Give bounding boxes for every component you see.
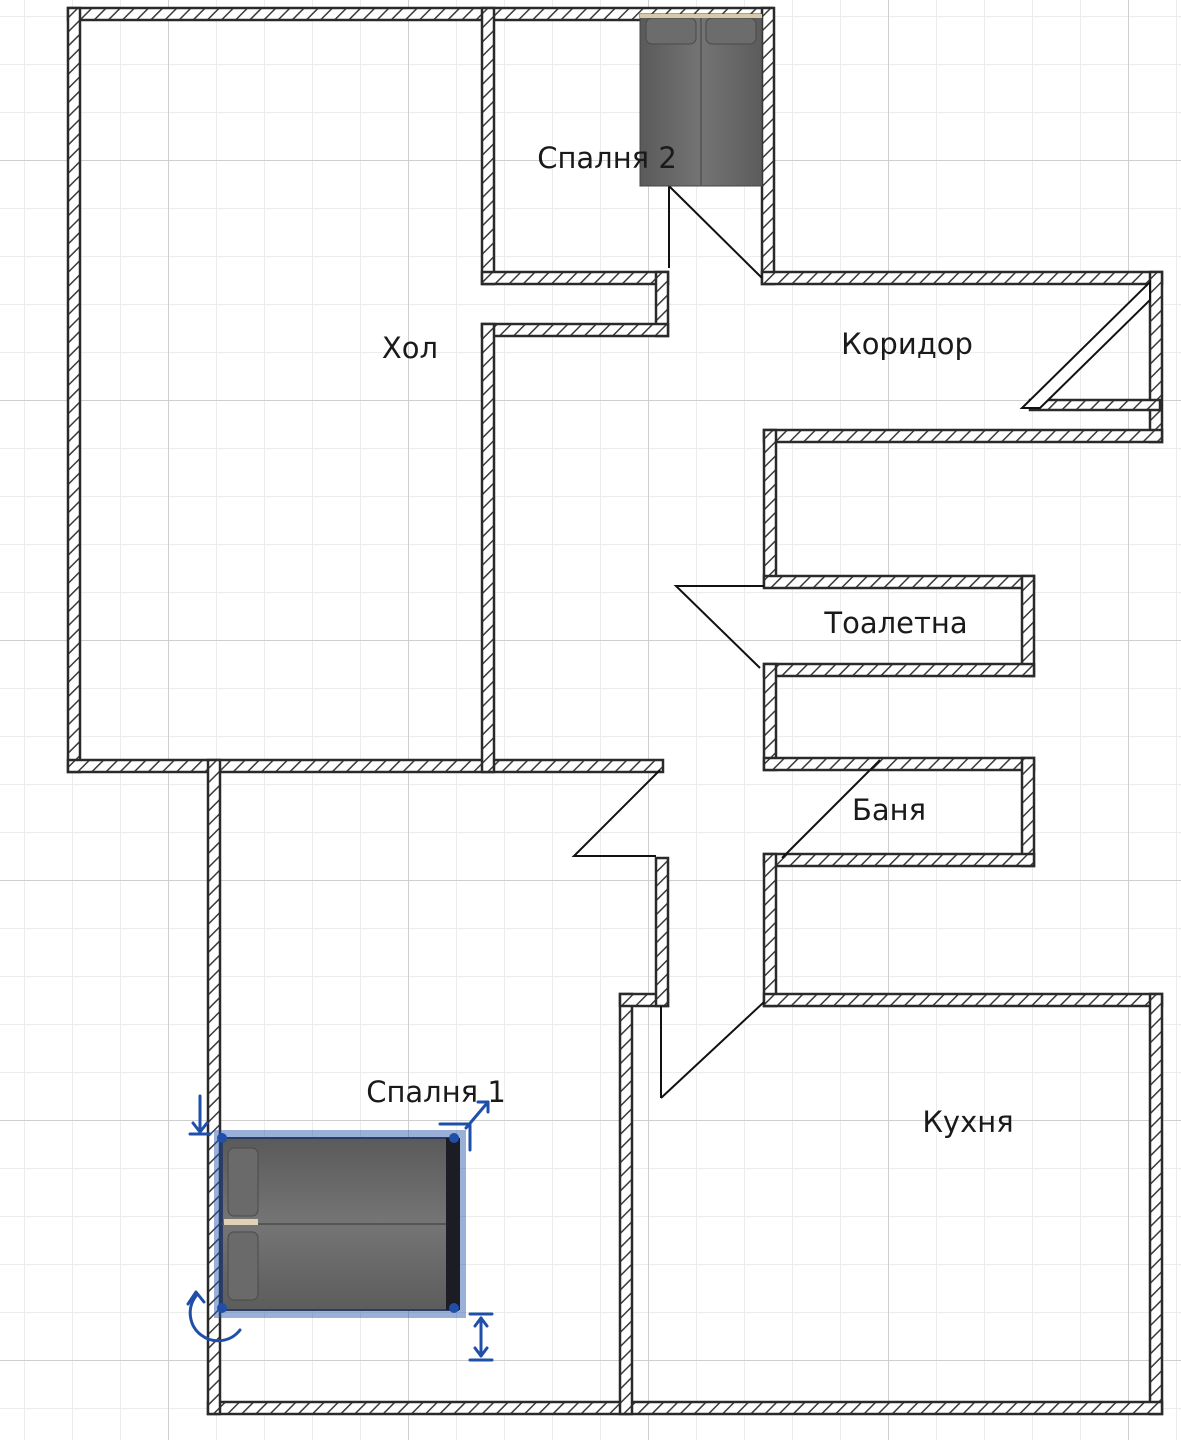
wall[interactable] <box>480 322 496 774</box>
wall[interactable] <box>654 856 670 1008</box>
room-label-corridor[interactable]: Коридор <box>841 327 973 361</box>
rotate-icon[interactable] <box>186 1290 242 1343</box>
wall[interactable] <box>762 662 778 772</box>
wall[interactable] <box>760 6 776 286</box>
pillow-icon <box>227 1147 259 1217</box>
pillow-icon <box>705 17 757 45</box>
wall[interactable] <box>618 992 634 1416</box>
walls <box>66 6 1164 1416</box>
pillow-icon <box>227 1231 259 1301</box>
wall[interactable] <box>480 6 496 286</box>
door[interactable] <box>673 585 764 669</box>
selection-handle[interactable] <box>449 1133 459 1143</box>
door[interactable] <box>668 185 763 279</box>
door[interactable] <box>1019 279 1151 409</box>
pillow-icon <box>645 17 697 45</box>
wall[interactable] <box>206 758 222 1416</box>
room-label-kitchen[interactable]: Кухня <box>922 1105 1014 1139</box>
wall[interactable] <box>760 270 1164 286</box>
bed-bedroom-2[interactable] <box>639 13 763 187</box>
wall[interactable] <box>762 992 1164 1008</box>
height-icon[interactable] <box>468 1312 494 1362</box>
door[interactable] <box>660 1001 765 1099</box>
selection-handle[interactable] <box>217 1133 227 1143</box>
door[interactable] <box>781 759 881 859</box>
wall[interactable] <box>762 756 1036 772</box>
wall[interactable] <box>480 322 670 338</box>
selection-handle[interactable] <box>449 1303 459 1313</box>
room-label-bath[interactable]: Баня <box>851 793 927 827</box>
wall[interactable] <box>480 270 670 286</box>
wall[interactable] <box>66 6 82 774</box>
doors <box>571 185 1151 1099</box>
wall[interactable] <box>206 1400 1164 1416</box>
door[interactable] <box>571 769 661 857</box>
wall[interactable] <box>1148 992 1164 1416</box>
bed-headboard <box>446 1138 460 1310</box>
wall[interactable] <box>762 428 1164 444</box>
bed-bedroom-1[interactable] <box>214 1130 466 1318</box>
wall[interactable] <box>1148 270 1164 444</box>
elevation-icon[interactable] <box>188 1094 212 1136</box>
wall[interactable] <box>762 662 1036 678</box>
room-label-toilet[interactable]: Тоалетна <box>824 606 968 640</box>
wall[interactable] <box>762 428 778 588</box>
wall[interactable] <box>1020 574 1036 678</box>
room-label-bedroom-1[interactable]: Спалня 1 <box>366 1075 506 1109</box>
wall[interactable] <box>762 852 1036 868</box>
wall[interactable] <box>762 574 1036 590</box>
wall[interactable] <box>1020 756 1036 868</box>
wall[interactable] <box>66 758 665 774</box>
resize-icon[interactable] <box>438 1100 490 1152</box>
room-label-hall[interactable]: Хол <box>381 331 439 365</box>
wall[interactable] <box>1028 398 1162 412</box>
room-label-bedroom-2[interactable]: Спалня 2 <box>537 141 677 175</box>
wall[interactable] <box>762 852 778 1008</box>
selection-handle[interactable] <box>217 1303 227 1313</box>
